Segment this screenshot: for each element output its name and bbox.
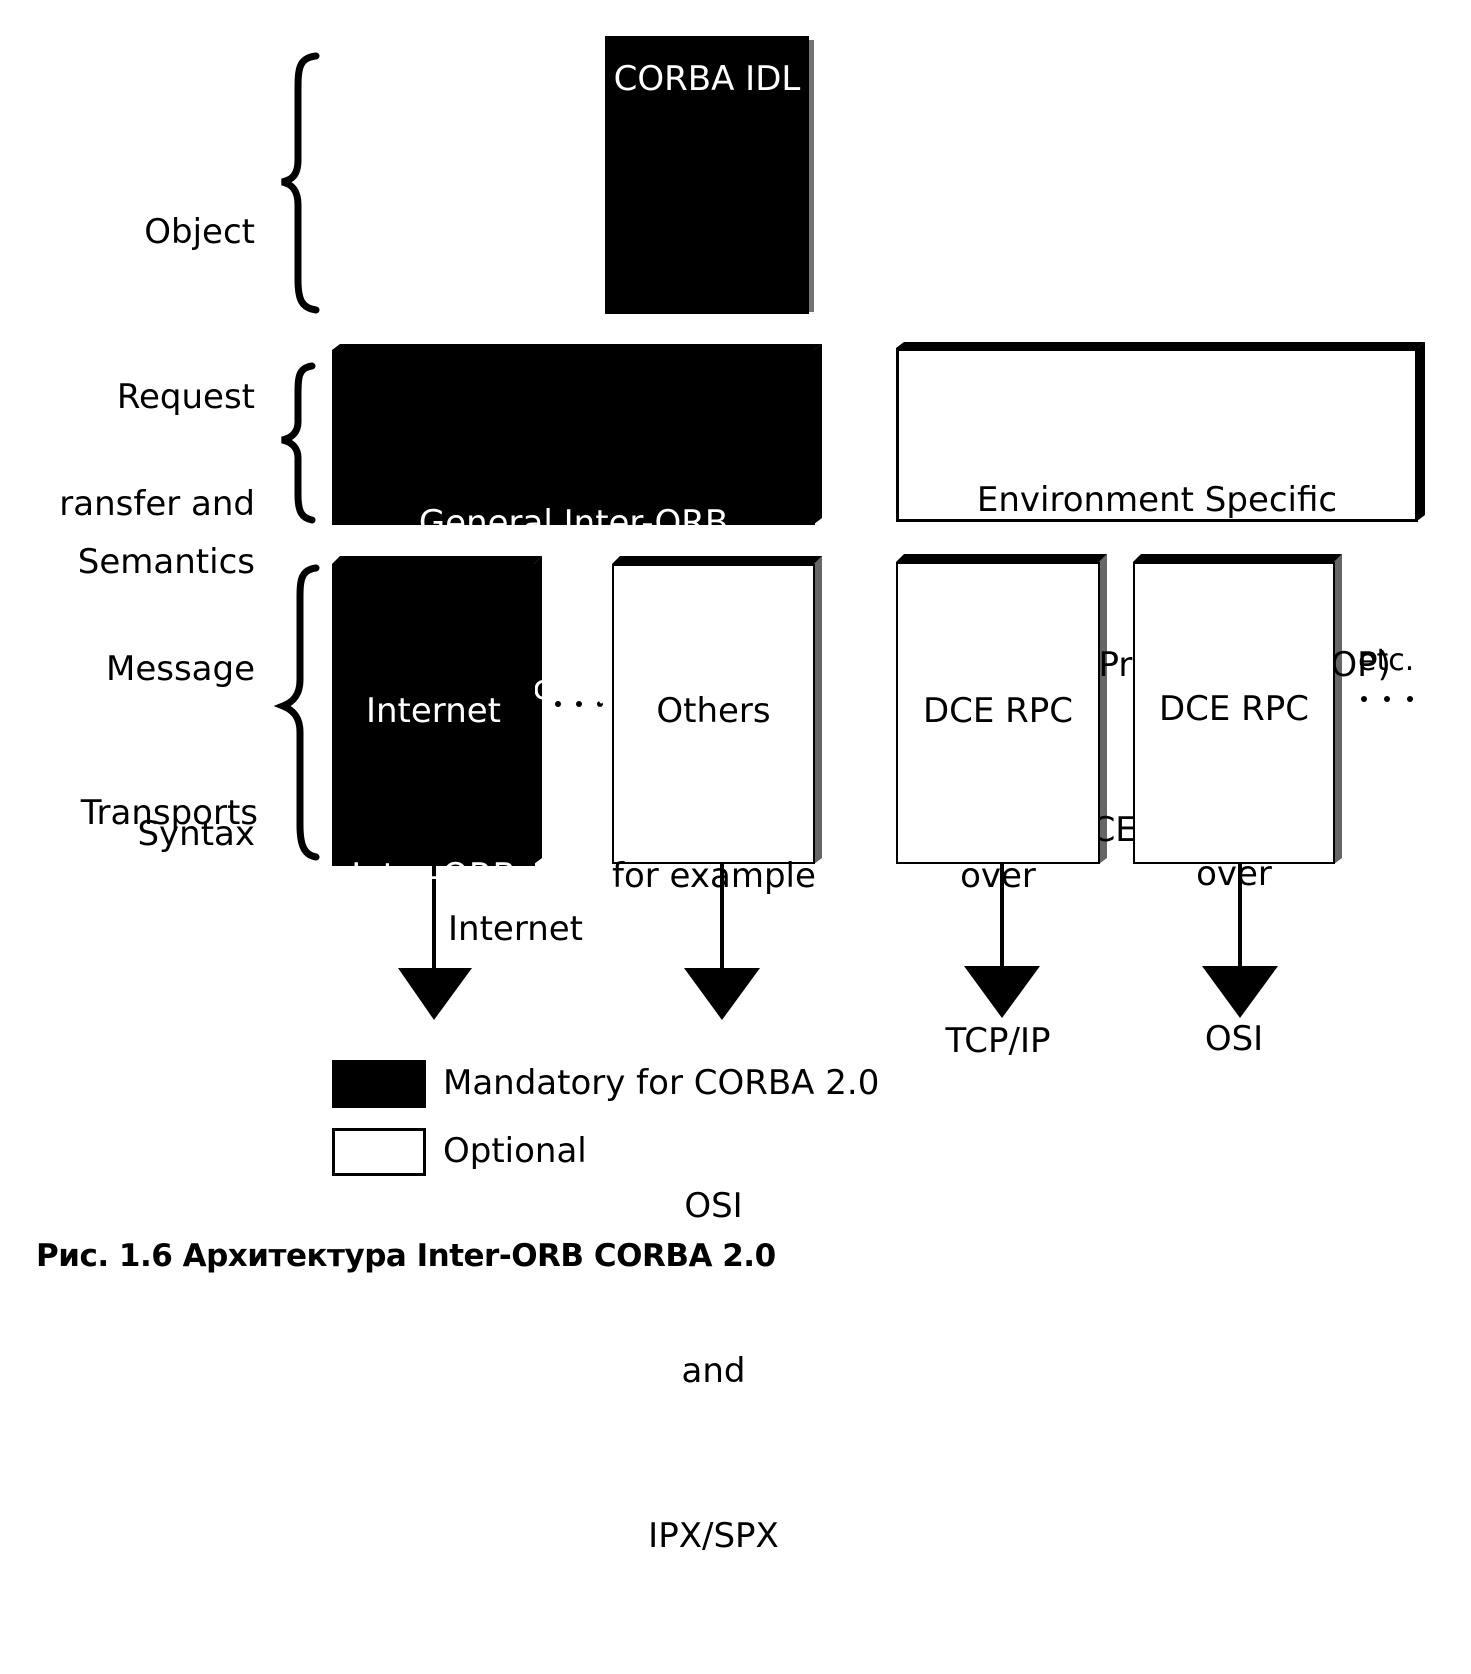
others-label: Others for example OSI and IPX/SPX [612, 691, 816, 1556]
layer-label-syntax: ransfer and Message Syntax [59, 484, 255, 854]
etc-label: etc. [1358, 643, 1415, 678]
legend-optional-swatch [332, 1128, 426, 1176]
arrow-dce-osi [1202, 864, 1278, 1018]
brace-transports [273, 564, 320, 861]
arrow-others [684, 864, 760, 1020]
dce-tcp-box: DCE RPC over TCP/IP [896, 562, 1100, 1061]
brace-semantics [281, 52, 320, 314]
esiop-box: Environment Specific Inter-ORB Protocols… [896, 348, 1418, 850]
arrow-iiop [398, 864, 472, 1020]
dce-tcp-label: DCE RPC over TCP/IP [922, 691, 1074, 1061]
iiop-box: Internet Inter-ORB Protocol (IIOP) [332, 564, 535, 1226]
layer-label-semantics: Object Request Semantics [77, 212, 255, 582]
dce-osi-label: DCE RPC over OSI [1158, 689, 1310, 1059]
dce-osi-box: DCE RPC over OSI [1133, 562, 1335, 1059]
legend-mandatory-label: Mandatory for CORBA 2.0 [443, 1063, 880, 1103]
iiop-label: Internet Inter-ORB Protocol (IIOP) [351, 691, 516, 1226]
others-box [612, 564, 815, 864]
ellipsis-dots-1 [555, 701, 603, 707]
diagram: Object Request Semantics ransfer and Mes… [36, 36, 1425, 1556]
giop-box: General Inter-ORB Protocol (GIOP) [332, 350, 815, 708]
corba-idl-box: CORBA IDL [605, 36, 809, 314]
figure-caption: Рис. 1.6 Архитектура Inter-ORB CORBA 2.0 [36, 1238, 776, 1274]
ellipsis-dots-2 [1361, 696, 1413, 702]
brace-syntax [281, 362, 316, 524]
legend-optional-label: Optional [443, 1131, 587, 1171]
layer-label-transports: Transports [80, 793, 258, 833]
legend-mandatory-swatch [332, 1060, 426, 1108]
corba-idl-title: CORBA IDL [613, 59, 801, 99]
internet-label: Internet [448, 909, 584, 949]
arrow-dce-tcp [964, 864, 1040, 1018]
